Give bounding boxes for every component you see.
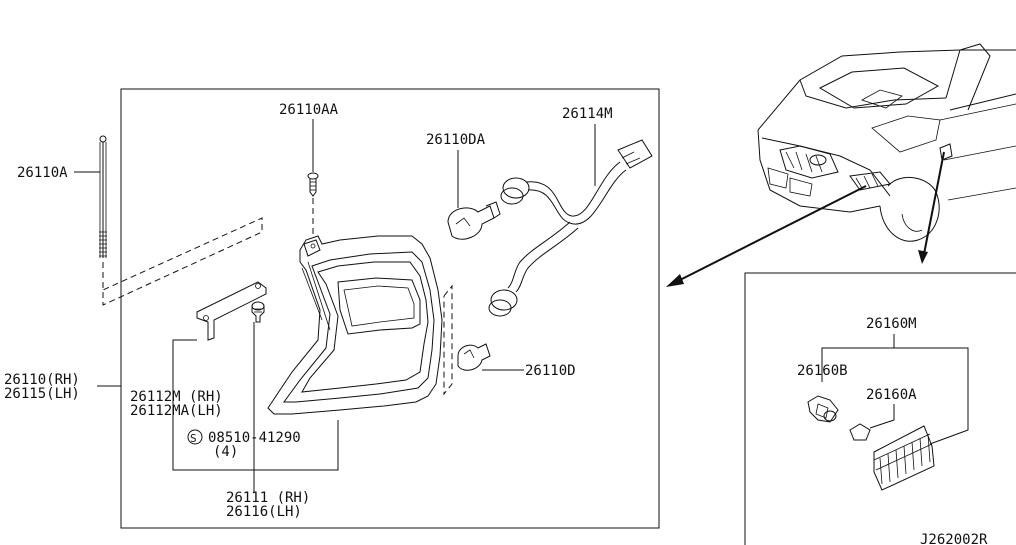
label-26112MA-lh: 26112MA(LH) — [130, 403, 223, 419]
leader-bracket-group — [172, 339, 339, 471]
bulb-26110D — [457, 343, 491, 371]
harness-26114M — [488, 139, 653, 317]
bracket-26112M — [196, 281, 267, 341]
leader-26160A — [869, 404, 895, 429]
side-marker-lens — [873, 425, 935, 491]
label-26110-rh: 26110(RH) — [4, 372, 80, 388]
bulb-26110DA — [447, 201, 501, 240]
corner-lamp-housing — [267, 235, 443, 415]
arrow-to-main — [666, 185, 867, 287]
inset-frame — [744, 272, 1016, 545]
screw-26110AA — [307, 172, 319, 197]
label-26160M: 26160M — [866, 316, 917, 332]
label-26110AA: 26110AA — [279, 102, 339, 118]
guide-dashed-left — [102, 217, 263, 306]
label-26115-lh: 26115(LH) — [4, 386, 80, 402]
screw-08510 — [251, 301, 265, 323]
label-26110A: 26110A — [17, 165, 68, 181]
label-26111-rh: 26111 (RH) — [226, 490, 310, 506]
screw-symbol-circle — [187, 429, 203, 445]
long-bolt-26110A — [99, 135, 107, 258]
arrow-to-inset — [918, 151, 945, 264]
socket-26160B — [807, 395, 839, 423]
main-frame — [120, 88, 660, 529]
drawing-id: J262002R — [920, 532, 988, 545]
vehicle-illustration — [757, 43, 1016, 242]
bulb-26160A — [849, 423, 871, 441]
label-26110D: 26110D — [525, 363, 576, 379]
label-26114M: 26114M — [562, 106, 613, 122]
label-26112M-rh: 26112M (RH) — [130, 389, 223, 405]
leader-26160M-group — [821, 347, 969, 445]
label-screw-code: 08510-41290 — [208, 430, 301, 446]
label-26160B: 26160B — [797, 363, 848, 379]
label-26110DA: 26110DA — [426, 132, 486, 148]
screw-symbol: S — [190, 432, 197, 445]
guide-dashed-right — [443, 284, 453, 396]
label-screw-qty: (4) — [213, 444, 238, 460]
label-26160A: 26160A — [866, 387, 917, 403]
label-26116-lh: 26116(LH) — [226, 504, 302, 520]
